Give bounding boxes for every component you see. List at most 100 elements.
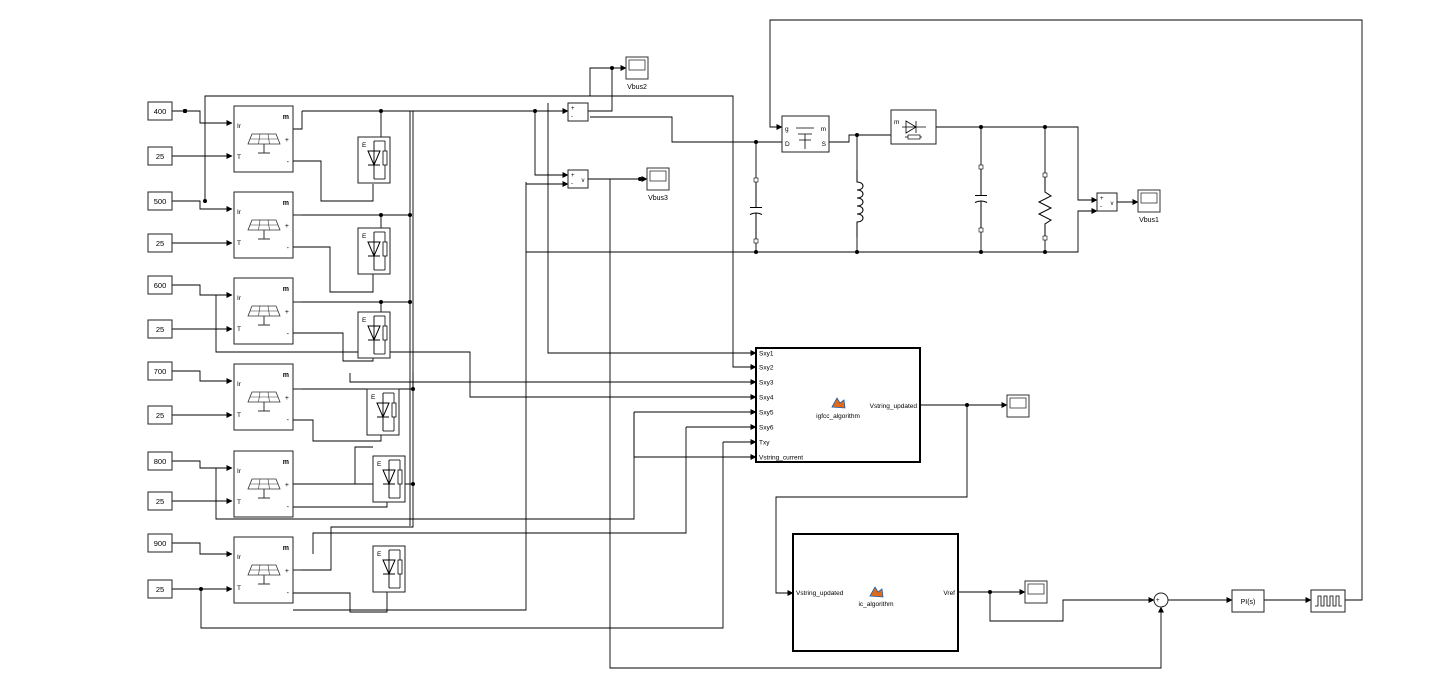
constant-block-4[interactable]: 25 (147, 233, 173, 253)
constant-value: 25 (156, 411, 164, 420)
scope-vref[interactable] (1024, 580, 1048, 604)
bypass-diode-block-2[interactable]: E (357, 227, 391, 275)
port-minus-label: - (287, 590, 290, 597)
wire (302, 111, 414, 571)
port-t-label: T (237, 154, 241, 161)
plus-label: + (571, 173, 575, 179)
pwm-generator-block[interactable] (1310, 589, 1346, 613)
constant-value: 700 (154, 367, 167, 376)
irradiance-wire (172, 542, 233, 557)
igfcc-algorithm-block[interactable]: Sxy1Sxy2Sxy3Sxy4Sxy5Sxy6TxyVstring_curre… (755, 347, 921, 463)
port-t-label: T (237, 499, 241, 506)
igfcc-input-label: Sxy5 (759, 410, 774, 417)
bypass-diode-block-6[interactable]: E (372, 545, 406, 593)
voltmeter-vbus2[interactable]: +- (567, 102, 589, 122)
bypass-diode-block-5[interactable]: E (372, 455, 406, 503)
igfcc-input-label: Vstring_current (759, 455, 803, 462)
wire (293, 246, 374, 293)
pi-controller-block[interactable]: PI(s) (1231, 589, 1265, 613)
constant-value: 25 (156, 325, 164, 334)
port-plus-label: + (285, 568, 289, 575)
sum-minus-label: - (1162, 604, 1164, 610)
constant-value: 600 (154, 281, 167, 290)
constant-value: 900 (154, 539, 167, 548)
constant-block-8[interactable]: 25 (147, 405, 173, 425)
port-plus-label: + (285, 395, 289, 402)
inductor[interactable] (856, 170, 864, 237)
input-capacitor[interactable] (749, 177, 763, 244)
output-capacitor[interactable] (974, 164, 988, 233)
ic-input-label: Vstring_updated (796, 590, 844, 597)
pwm-gate-wire (769, 19, 1363, 601)
sum-block[interactable]: +- (1153, 592, 1169, 610)
bypass-e-label: E (371, 394, 376, 401)
bypass-diode-block-4[interactable]: E (366, 388, 400, 436)
scope-vbus2[interactable]: Vbus2 (625, 56, 649, 91)
ic-output-label: Vref (943, 590, 955, 597)
port-minus-label: - (287, 159, 290, 166)
pv-positive-wire (293, 111, 303, 130)
junction-dot (199, 587, 203, 591)
wire (293, 592, 388, 613)
bypass-e-label: E (362, 142, 367, 149)
constant-block-7[interactable]: 700 (147, 361, 173, 381)
constant-block-10[interactable]: 25 (147, 491, 173, 511)
wire (534, 111, 569, 178)
signal-wires (172, 19, 1363, 669)
constant-block-6[interactable]: 25 (147, 319, 173, 339)
sxy3-wire (349, 373, 757, 385)
irradiance-wire (172, 460, 233, 471)
constant-block-11[interactable]: 900 (147, 533, 173, 553)
dc-bus-negative (526, 208, 1098, 253)
constant-block-5[interactable]: 600 (147, 275, 173, 295)
vbus3-feedback-wire (609, 179, 1164, 669)
bypass-e-label: E (362, 233, 367, 240)
port-s-label: S (822, 141, 827, 148)
constant-block-12[interactable]: 25 (147, 579, 173, 599)
bypass-diode-block-3[interactable]: E (357, 311, 391, 359)
junction-dot (855, 133, 859, 137)
constant-block-9[interactable]: 800 (147, 451, 173, 471)
sxy4-wire (215, 295, 757, 400)
irradiance-wire (172, 370, 233, 384)
wire (293, 419, 382, 442)
junction-dot (203, 199, 207, 203)
port-m-label: m (283, 372, 289, 379)
load-resistor[interactable] (1037, 172, 1053, 241)
voltmeter-vbus1[interactable]: +-v (1096, 192, 1118, 212)
diode-block[interactable]: m (890, 109, 937, 145)
scope-vstring[interactable] (1006, 394, 1030, 418)
igfcc-input-label: Sxy4 (759, 395, 774, 402)
scope-vbus1[interactable]: Vbus1 (1137, 189, 1161, 224)
wire (293, 502, 388, 508)
port-plus-label: + (285, 309, 289, 316)
constant-block-1[interactable]: 400 (147, 101, 173, 121)
bypass-diode-block-1[interactable]: E (357, 136, 391, 184)
constant-value: 500 (154, 197, 167, 206)
port-t-label: T (237, 585, 241, 592)
constant-block-3[interactable]: 500 (147, 191, 173, 211)
constant-block-2[interactable]: 25 (147, 146, 173, 166)
scope-vbus3[interactable]: Vbus3 (646, 167, 670, 202)
irradiance-wire (172, 200, 233, 212)
port-m-label: m (283, 200, 289, 207)
port-m-label: m (283, 459, 289, 466)
port-d-label: D (785, 141, 790, 148)
voltmeter-vbus3[interactable]: +-v (567, 169, 589, 189)
constant-value: 25 (156, 152, 164, 161)
port-t-label: T (237, 412, 241, 419)
igfcc-input-label: Sxy6 (759, 425, 774, 432)
port-g-label: g (785, 126, 789, 133)
minus-label: - (571, 114, 573, 120)
port-ir-label: Ir (237, 123, 242, 130)
port-ir-label: Ir (237, 468, 242, 475)
